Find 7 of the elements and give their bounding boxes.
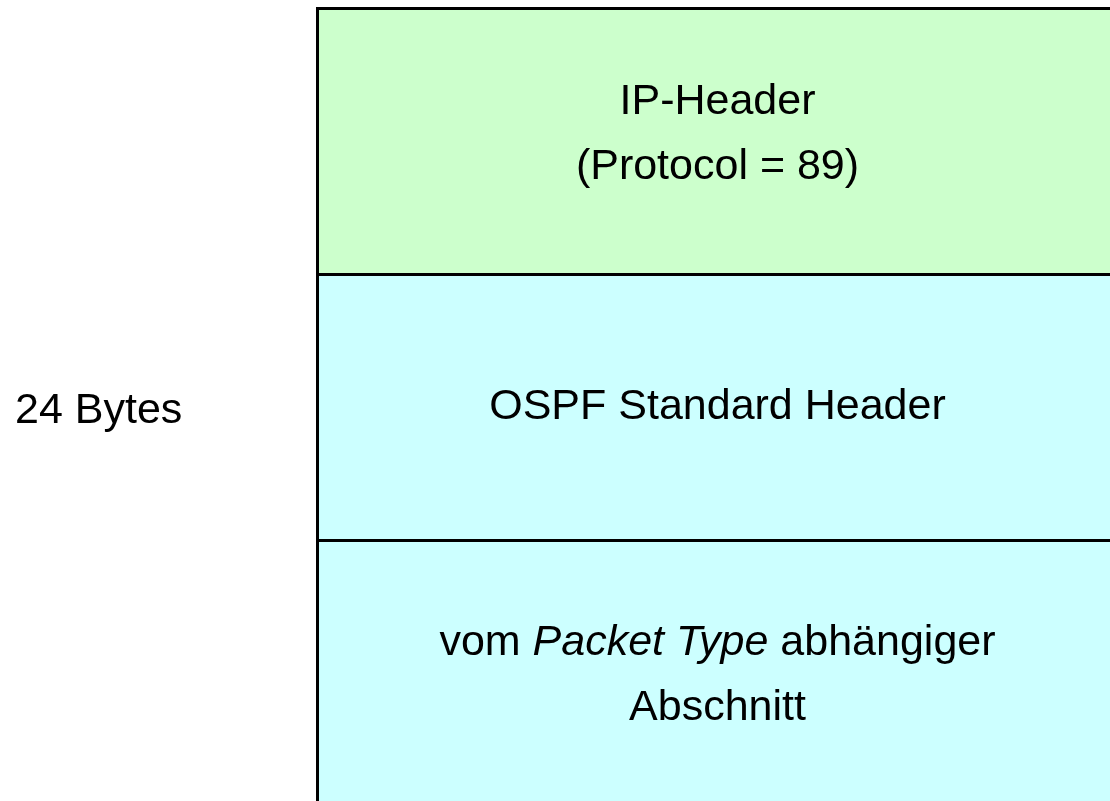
section-label: OSPF Standard Header	[489, 379, 946, 431]
packet-section	[316, 539, 1110, 801]
section-label: vom Packet Type abhängiger Abschnitt	[438, 615, 997, 731]
packet-section	[316, 273, 1110, 539]
size-label: 24 Bytes	[15, 384, 183, 433]
section-label: IP-Header (Protocol = 89)	[574, 74, 861, 190]
packet-section	[316, 7, 1110, 273]
